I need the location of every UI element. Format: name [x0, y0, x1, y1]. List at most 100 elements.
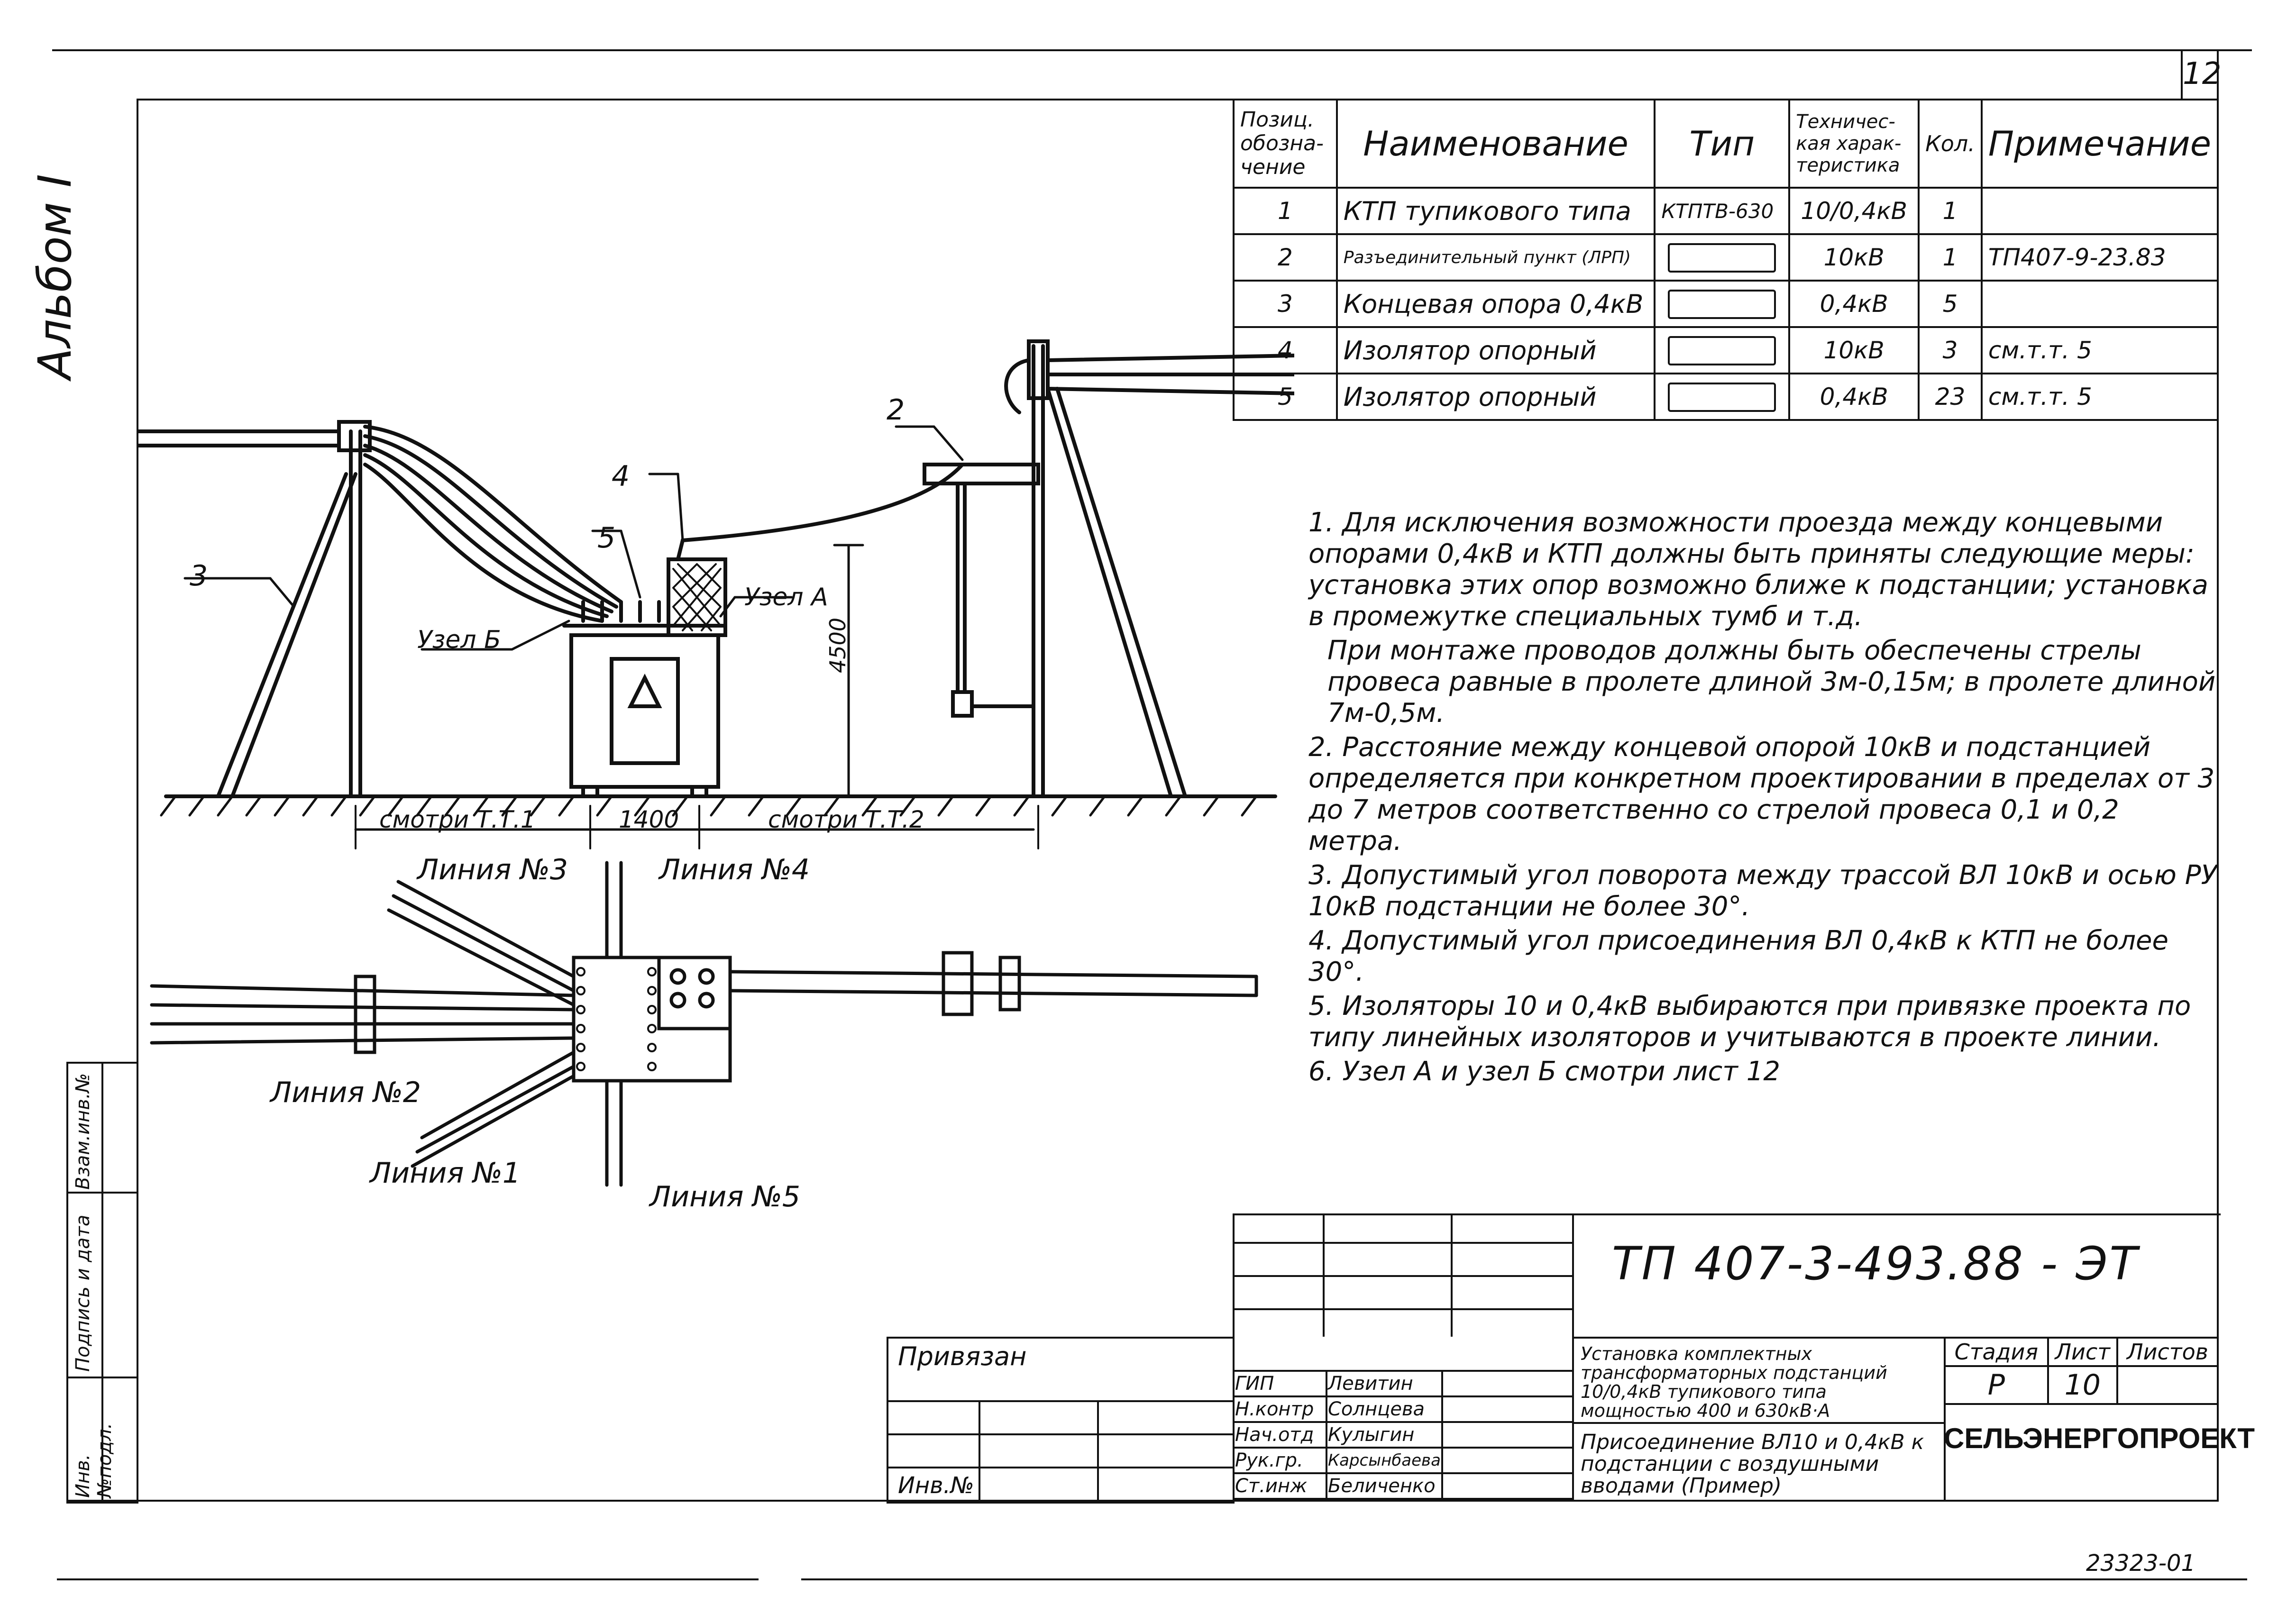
name-nachotd: Кулыгин — [1326, 1421, 1443, 1449]
title-block — [1233, 1213, 2221, 1504]
signature-rukgr — [1441, 1447, 1574, 1474]
signature-nkontr — [1441, 1395, 1574, 1423]
type-blank-box — [1668, 243, 1776, 273]
stage-label: Стадия — [1944, 1337, 2049, 1367]
hv-cable — [676, 463, 964, 561]
header-name: Наименование — [1336, 99, 1656, 189]
side-stamp: Взам.инв.№ Подпись и дата Инв. №подл. — [66, 1062, 138, 1504]
row5-note: см.т.т. 5 — [1980, 373, 2219, 421]
sheet-value: 10 — [2047, 1365, 2118, 1405]
spec-row: 2 Разъединительный пункт (ЛРП) 10кВ 1 ТП… — [1233, 233, 2219, 282]
note-1: 1. Для исключения возможности проезда ме… — [1308, 507, 2208, 632]
row5-pos: 5 — [1233, 373, 1338, 421]
header-type: Тип — [1654, 99, 1791, 189]
row4-type — [1654, 326, 1791, 374]
ground-hatch — [160, 795, 1258, 817]
dim-right-label: смотри Т.Т.2 — [768, 806, 924, 833]
frame-top — [137, 99, 2219, 100]
row4-pos: 4 — [1233, 326, 1338, 374]
spec-header-row: Позиц. обозна- чение Наименование Тип Те… — [1233, 99, 2219, 189]
bottom-rule-left — [57, 1578, 759, 1580]
top-border — [52, 49, 2252, 51]
privyazan-box: Привязан Инв.№ — [887, 1337, 1235, 1504]
pos4-label: 4 — [612, 460, 630, 493]
role-rukgr: Рук.гр. — [1233, 1447, 1327, 1474]
privyazan-label: Привязан — [898, 1341, 1027, 1371]
row1-name: КТП тупикового типа — [1336, 187, 1656, 235]
inv-no-label: Инв.№ — [898, 1472, 974, 1499]
uzel-b-label: Узел Б — [417, 626, 501, 654]
header-char: Техничес- кая харак- теристика — [1788, 99, 1920, 189]
row3-qty: 5 — [1918, 280, 1983, 328]
line3-label: Линия №3 — [417, 853, 568, 886]
dim-left-label: смотри Т.Т.1 — [379, 806, 536, 833]
row2-pos: 2 — [1233, 233, 1338, 282]
specification-table: Позиц. обозна- чение Наименование Тип Те… — [1233, 99, 2219, 421]
row3-type — [1654, 280, 1791, 328]
row4-qty: 3 — [1918, 326, 1983, 374]
hv-compartment — [667, 557, 727, 637]
inv-podl-label: Инв. №подл. — [72, 1422, 116, 1498]
row4-note: см.т.т. 5 — [1980, 326, 2219, 374]
pos3-label: 3 — [190, 559, 208, 593]
row2-type — [1654, 233, 1791, 282]
sheet-label: Лист — [2047, 1337, 2118, 1367]
note-1b: При монтаже проводов должны быть обеспеч… — [1327, 635, 2216, 729]
notes: 1. Для исключения возможности проезда ме… — [1308, 507, 2219, 1090]
spec-row: 4 Изолятор опорный 10кВ 3 см.т.т. 5 — [1233, 326, 2219, 374]
role-gip: ГИП — [1233, 1370, 1327, 1397]
left-strut — [216, 472, 348, 798]
line2-pole — [354, 975, 376, 1054]
row3-pos: 3 — [1233, 280, 1338, 328]
name-rukgr: Карсынбаева — [1326, 1447, 1443, 1474]
document-code: ТП 407-3-493.88 - ЭТ — [1612, 1237, 2140, 1290]
header-qty: Кол. — [1918, 99, 1983, 189]
row3-char: 0,4кВ — [1788, 280, 1920, 328]
note-2: 2. Расстояние между концевой опорой 10кВ… — [1308, 732, 2215, 857]
spec-row: 5 Изолятор опорный 0,4кВ 23 см.т.т. 5 — [1233, 373, 2219, 421]
line4-label: Линия №4 — [659, 853, 810, 886]
frame-bottom — [66, 1500, 2219, 1502]
right-strut — [1046, 387, 1173, 798]
org-cell: СЕЛЬЭНЕРГОПРОЕКТ — [1944, 1403, 2255, 1500]
disconnector — [923, 463, 1040, 485]
spec-row: 1 КТП тупикового типа КТПТВ-630 10/0,4кВ… — [1233, 187, 2219, 235]
revision-grid — [1233, 1213, 1574, 1502]
row1-note — [1980, 187, 2219, 235]
bottom-rule-right — [801, 1578, 2247, 1580]
plan-drawing — [150, 861, 1258, 1187]
note-5: 5. Изоляторы 10 и 0,4кВ выбираются при п… — [1308, 991, 2191, 1053]
name-stinzh: Беличенко — [1326, 1472, 1443, 1500]
header-pos: Позиц. обозна- чение — [1233, 99, 1338, 189]
project-title: Установка комплектных трансформаторных п… — [1581, 1343, 1887, 1421]
pole-10kv-plan — [942, 951, 974, 1016]
archive-number: 23323-01 — [2086, 1550, 2196, 1577]
insulators-0_4kv — [581, 600, 661, 623]
row1-qty: 1 — [1918, 187, 1983, 235]
note-4: 4. Допустимый угол присоединения ВЛ 0,4к… — [1308, 925, 2168, 987]
sheets-value — [2116, 1365, 2219, 1405]
row1-char: 10/0,4кВ — [1788, 187, 1920, 235]
role-nachotd: Нач.отд — [1233, 1421, 1327, 1449]
signature-gip — [1441, 1370, 1574, 1397]
note-3: 3. Допустимый угол поворота между трассо… — [1308, 860, 2217, 922]
page-number-box: 12 — [2181, 49, 2221, 99]
stage-value: Р — [1944, 1365, 2049, 1405]
header-note: Примечание — [1980, 99, 2219, 189]
row1-pos: 1 — [1233, 187, 1338, 235]
line5-label: Линия №5 — [649, 1180, 801, 1213]
spec-row: 3 Концевая опора 0,4кВ 0,4кВ 5 — [1233, 280, 2219, 328]
row2-name: Разъединительный пункт (ЛРП) — [1336, 233, 1656, 282]
row4-name: Изолятор опорный — [1336, 326, 1656, 374]
title-text-area: Установка комплектных трансформаторных п… — [1574, 1337, 1946, 1500]
album-label: Альбом I — [28, 174, 82, 379]
signature-nachotd — [1441, 1421, 1574, 1449]
signature-stinzh — [1441, 1472, 1574, 1500]
podpis-data-label: Подпись и дата — [72, 1214, 94, 1372]
row4-char: 10кВ — [1788, 326, 1920, 374]
vzam-inv-label: Взам.инв.№ — [72, 1073, 94, 1190]
row3-note — [1980, 280, 2219, 328]
row2-char: 10кВ — [1788, 233, 1920, 282]
pos5-label: 5 — [597, 521, 616, 555]
line1-label: Линия №1 — [370, 1157, 521, 1190]
